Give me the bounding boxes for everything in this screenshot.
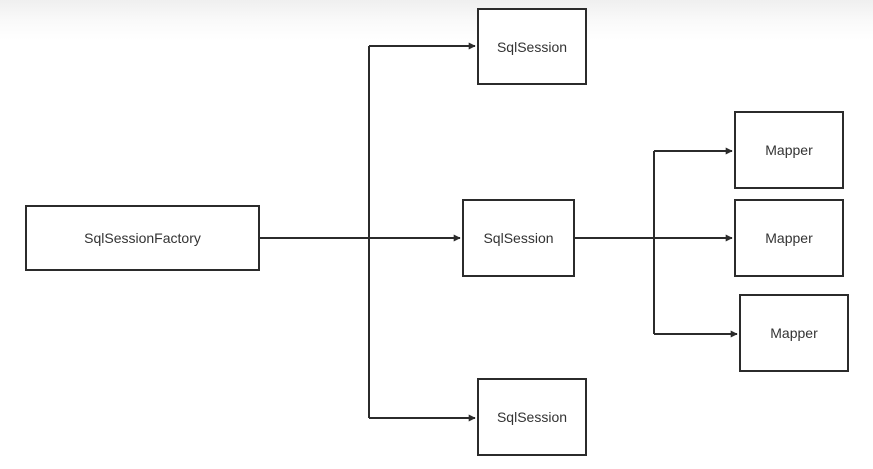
sqlsessionfactory-label: SqlSessionFactory — [84, 230, 201, 246]
sqlsession-label-top: SqlSession — [496, 38, 568, 55]
mapper-box-top: Mapper — [734, 111, 844, 189]
mapper-label-bottom: Mapper — [770, 325, 818, 341]
mapper-box-middle: Mapper — [734, 199, 844, 277]
sqlsessionfactory-box: SqlSessionFactory — [25, 205, 260, 271]
sqlsession-label-bottom: SqlSession — [496, 409, 568, 425]
sqlsession-box-bottom: SqlSession — [477, 378, 587, 456]
mapper-label-middle: Mapper — [765, 230, 813, 246]
sqlsession-box-top: SqlSession — [477, 8, 587, 85]
mapper-label-top: Mapper — [765, 142, 813, 158]
sqlsession-box-middle: SqlSession — [462, 199, 575, 277]
sqlsession-label-middle: SqlSession — [483, 230, 554, 246]
mapper-box-bottom: Mapper — [739, 294, 849, 372]
